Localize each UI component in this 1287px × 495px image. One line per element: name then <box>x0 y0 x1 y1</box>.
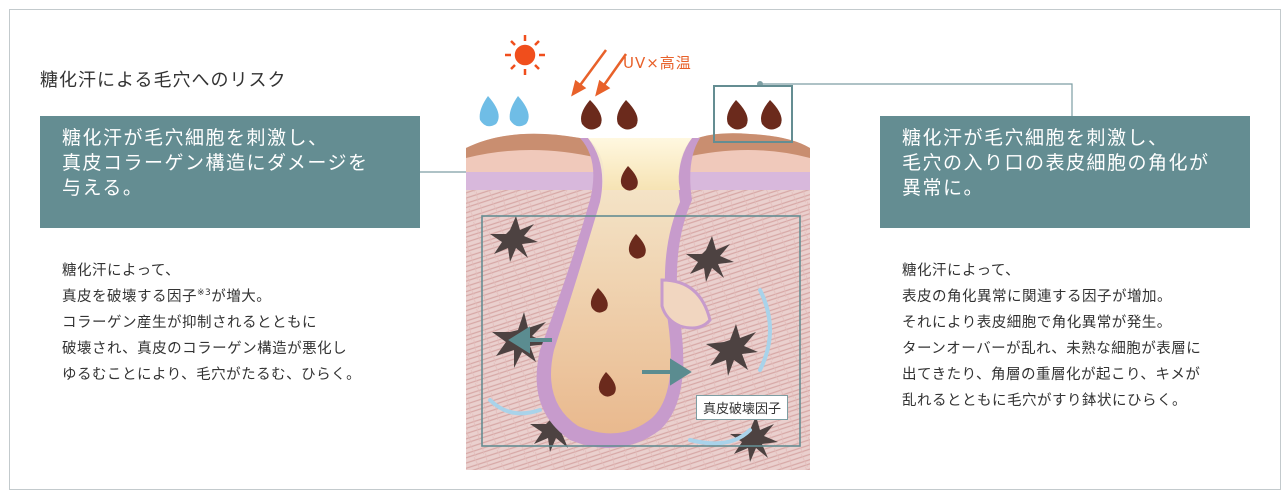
uv-arrow-icon <box>573 50 626 94</box>
left-body-text: が増大。 <box>211 289 271 305</box>
left-callout: 糖化汗が毛穴細胞を刺激し、 真皮コラーゲン構造にダメージを 与える。 <box>40 116 420 228</box>
left-callout-line: 与える。 <box>62 176 404 201</box>
right-body-line: ターンオーバーが乱れ、未熟な細胞が表層に <box>902 336 1201 362</box>
left-body-line: 糖化汗によって、 <box>62 258 361 284</box>
right-callout-line: 異常に。 <box>902 176 1234 201</box>
destruction-factor-label: 真皮破壊因子 <box>696 395 788 420</box>
right-body-line: 出てきたり、角層の重層化が起こり、キメが <box>902 362 1201 388</box>
left-body-line-with-note: 真皮を破壊する因子※3が増大。 <box>62 284 361 310</box>
left-body-line: コラーゲン産生が抑制されるとともに <box>62 310 361 336</box>
right-body-line: それにより表皮細胞で角化異常が発生。 <box>902 310 1201 336</box>
basal-cells-left <box>466 172 598 190</box>
pore-opening <box>588 138 692 190</box>
right-body-line: 乱れるとともに毛穴がすり鉢状にひらく。 <box>902 388 1201 414</box>
pore-diagram: UV×高温 真皮破壊因子 <box>430 30 850 475</box>
sweat-drop-icon <box>581 100 782 130</box>
right-description: 糖化汗によって、 表皮の角化異常に関連する因子が増加。 それにより表皮細胞で角化… <box>902 258 1201 414</box>
right-callout-line: 糖化汗が毛穴細胞を刺激し、 <box>902 126 1234 151</box>
basal-cells-right <box>682 172 810 190</box>
left-body-line: ゆるむことにより、毛穴がたるむ、ひらく。 <box>62 362 361 388</box>
right-callout: 糖化汗が毛穴細胞を刺激し、 毛穴の入り口の表皮細胞の角化が 異常に。 <box>880 116 1250 228</box>
left-body-line: 破壊され、真皮のコラーゲン構造が悪化し <box>62 336 361 362</box>
left-description: 糖化汗によって、 真皮を破壊する因子※3が増大。 コラーゲン産生が抑制されるとと… <box>62 258 361 388</box>
right-callout-line: 毛穴の入り口の表皮細胞の角化が <box>902 151 1234 176</box>
left-callout-line: 真皮コラーゲン構造にダメージを <box>62 151 404 176</box>
sun-icon <box>505 35 545 75</box>
right-body-line: 表皮の角化異常に関連する因子が増加。 <box>902 284 1201 310</box>
right-body-line: 糖化汗によって、 <box>902 258 1201 284</box>
left-body-text: 真皮を破壊する因子 <box>62 289 197 305</box>
left-callout-line: 糖化汗が毛穴細胞を刺激し、 <box>62 126 404 151</box>
water-drop-icon <box>480 96 529 126</box>
footnote-marker: ※3 <box>197 288 211 298</box>
page-title: 糖化汗による毛穴へのリスク <box>40 66 286 92</box>
uv-label: UV×高温 <box>623 52 692 73</box>
